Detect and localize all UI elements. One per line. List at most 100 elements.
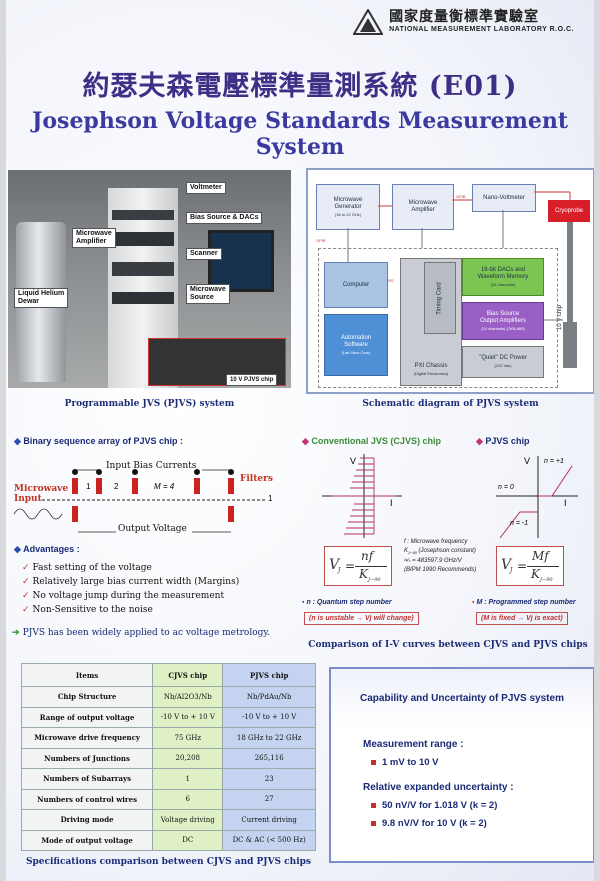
org-name-cn: 國家度量衡標準實驗室 bbox=[389, 9, 540, 25]
table-header: Items bbox=[20, 663, 154, 687]
table-cell: 6 bbox=[152, 788, 224, 810]
formula-denominator: K bbox=[531, 567, 540, 581]
capability-box: Capability and Uncertainty of PJVS syste… bbox=[329, 667, 594, 863]
iv-caption: Comparison of I-V curves between CJVS an… bbox=[308, 640, 588, 650]
output-voltage-label: Output Voltage bbox=[118, 524, 187, 534]
table-cell: -10 V to + 10 V bbox=[222, 706, 316, 728]
advantage-text: Non-Sensitive to the noise bbox=[32, 605, 153, 615]
cjvs-heading: ◆ Conventional JVS (CJVS) chip bbox=[302, 436, 441, 447]
schematic-connectors bbox=[347, 191, 571, 321]
k-expression: ²ᵉ⁄ₕ bbox=[404, 558, 411, 565]
pink-diamond-icon: ◆ bbox=[476, 436, 486, 446]
table-cell: 27 bbox=[222, 788, 316, 810]
subarray-2-label: 2 bbox=[114, 482, 119, 491]
table-cell: Nb/PdAu/Nb bbox=[222, 686, 316, 708]
table-header-row: Items CJVS chip PJVS chip bbox=[20, 663, 316, 687]
subarray-1-label: 1 bbox=[86, 482, 91, 491]
dacs-label: 16-bit DACs and Waveform Memory bbox=[477, 266, 529, 280]
table-header: CJVS chip bbox=[152, 663, 224, 687]
check-icon: ✓ bbox=[22, 591, 30, 601]
pjvs-formula: V J = Mf K J−90 bbox=[496, 546, 564, 586]
rs-label: RS bbox=[388, 278, 394, 283]
box-quiet-power: "Quiet" DC Power (120 Vac) bbox=[462, 346, 544, 378]
generator-sub: (18 to 22 GHz) bbox=[334, 211, 362, 217]
cryoprobe-rod bbox=[567, 222, 573, 322]
box-amplifier: Microwave Amplifier bbox=[392, 184, 454, 230]
title-en: Josephson Voltage Standards Measurement … bbox=[31, 108, 569, 160]
rack-unit-2 bbox=[112, 232, 174, 246]
n-minus-label: n = -1 bbox=[510, 520, 529, 527]
table-cell: Chip Structure bbox=[20, 686, 154, 708]
label-microwave-amplifier: Microwave Amplifier bbox=[72, 228, 116, 248]
label-bias-source: Bias Source & DACs bbox=[186, 212, 263, 224]
range-label: Measurement range : bbox=[363, 739, 464, 750]
box-automation: Automation Software (Lab View Core) bbox=[324, 314, 388, 376]
pink-diamond-icon: ◆ bbox=[302, 436, 312, 446]
pjvs-heading: ◆ PJVS chip bbox=[476, 436, 529, 447]
ac-note: ➔ PJVS has been widely applied to ac vol… bbox=[12, 628, 270, 638]
generator-label: Microwave Generator bbox=[333, 196, 363, 210]
table-cell: Numbers of Junctions bbox=[20, 747, 154, 769]
spec-table: Items CJVS chip PJVS chip Chip Structure… bbox=[20, 663, 316, 851]
table-header: PJVS chip bbox=[222, 663, 316, 687]
k-value: = 483597.9 GHz/V bbox=[412, 558, 462, 565]
rack-unit-3 bbox=[112, 262, 174, 276]
n-note-box: (n is unstable → Vj will change) bbox=[304, 612, 419, 625]
n-plus-label: n = +1 bbox=[544, 458, 564, 465]
label-scanner: Scanner bbox=[186, 248, 222, 260]
k-note: (Josephson constant) bbox=[418, 548, 476, 554]
advantage-text: Fast setting of the voltage bbox=[32, 563, 152, 573]
n-desc-text: n : Quantum step number bbox=[306, 599, 392, 606]
schematic-diagram: Microwave Generator (18 to 22 GHz) Micro… bbox=[306, 168, 594, 394]
square-bullet-icon: ▪ bbox=[302, 599, 307, 606]
table-cell: Mode of output voltage bbox=[20, 829, 154, 851]
advantage-text: Relatively large bias current width (Mar… bbox=[32, 577, 240, 587]
advantages-list: ✓ Fast setting of the voltage ✓Relatively… bbox=[22, 561, 239, 617]
poster: 國家度量衡標準實驗室 NATIONAL MEASUREMENT LABORATO… bbox=[6, 0, 594, 881]
cjvs-heading-text: Conventional JVS (CJVS) chip bbox=[311, 436, 441, 446]
fraction-bar bbox=[355, 566, 387, 567]
pjvs-photo: Voltmeter Bias Source & DACs Microwave A… bbox=[8, 170, 291, 388]
dashed-enclosure bbox=[318, 248, 558, 388]
title-cn: 約瑟夫森電壓標準量測系統 (E01) bbox=[82, 71, 518, 102]
k-value-line: ²ᵉ⁄ₕ = 483597.9 GHz/V bbox=[404, 557, 476, 566]
bias-sub: (24 channels) (JVB-88S) bbox=[481, 325, 525, 331]
ac-note-text: PJVS has been widely applied to ac volta… bbox=[22, 628, 271, 638]
cjvs-i-axis: I bbox=[390, 498, 393, 508]
arrow-right-icon: ➔ bbox=[12, 628, 23, 638]
range-value-text: 1 mV to 10 V bbox=[382, 757, 439, 768]
table-cell: -10 V to + 10 V bbox=[152, 706, 224, 728]
formula-numerator: Mf bbox=[532, 549, 549, 563]
formula-lhs-sub: J bbox=[338, 567, 341, 574]
pxi-label: PXI Chassis bbox=[414, 363, 448, 369]
red-square-icon bbox=[371, 820, 376, 826]
diamond-bullet-icon: ◆ bbox=[14, 544, 24, 554]
automation-sub: (Lab View Core) bbox=[341, 349, 371, 355]
table-caption: Specifications comparison between CJVS a… bbox=[26, 857, 311, 867]
bipm-note: (BIPM 1990 Recommends) bbox=[404, 567, 477, 574]
gpib-label-1: GPIB bbox=[316, 238, 326, 243]
nanovolt-label: Nano-Voltmeter bbox=[483, 194, 525, 201]
box-generator: Microwave Generator (18 to 22 GHz) bbox=[316, 184, 380, 230]
table-cell: 18 GHz to 22 GHz bbox=[222, 727, 316, 749]
table-cell: DC & AC (< 500 Hz) bbox=[222, 829, 316, 851]
advantages-heading-text: Advantages : bbox=[23, 544, 80, 554]
formula-equals: = bbox=[517, 559, 528, 573]
microwave-input-label: Microwave Input bbox=[14, 484, 69, 504]
end-label: 1 bbox=[268, 494, 273, 503]
table-cell: Microwave drive frequency bbox=[20, 727, 154, 749]
pxi-sub: (Digital Electronics) bbox=[413, 371, 449, 376]
organization-header: 國家度量衡標準實驗室 NATIONAL MEASUREMENT LABORATO… bbox=[353, 6, 574, 35]
table-cell: 265,116 bbox=[222, 747, 316, 769]
nml-logo-icon bbox=[353, 9, 384, 35]
advantage-item: ✓Relatively large bias current width (Ma… bbox=[22, 575, 239, 589]
formula-denominator: K bbox=[359, 567, 368, 581]
table-cell: 75 GHz bbox=[152, 727, 224, 749]
box-bias: Bias Source Output Amplifiers (24 channe… bbox=[462, 302, 544, 340]
dacs-sub: (24 channels) bbox=[490, 281, 516, 287]
red-square-icon bbox=[371, 802, 376, 808]
